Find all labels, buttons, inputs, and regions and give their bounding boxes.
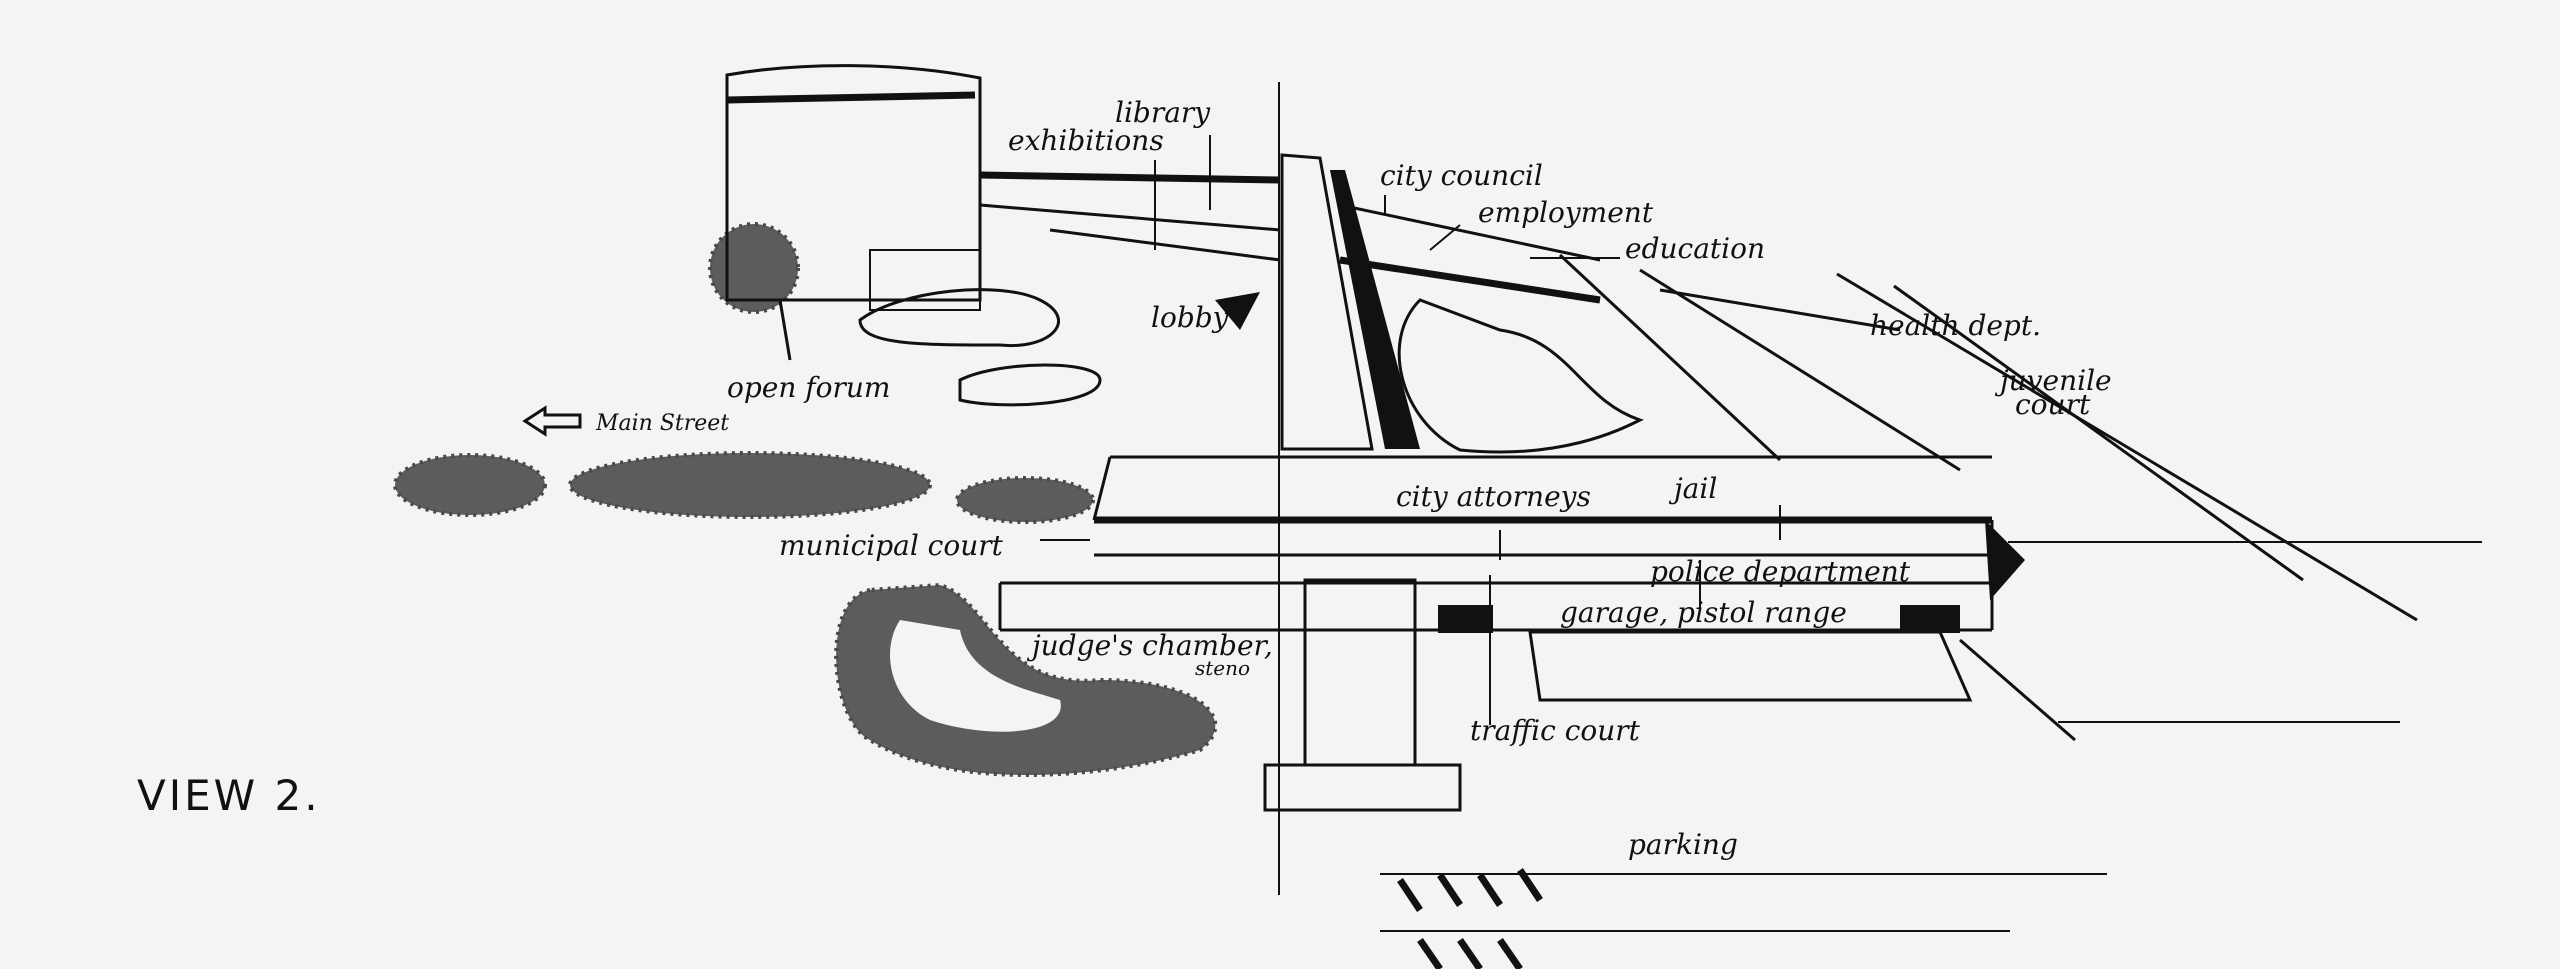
lobby-arrow-icon bbox=[1215, 292, 1260, 330]
label-judges-chamber: judge's chamber, bbox=[1026, 629, 1273, 662]
garden-lawn bbox=[890, 620, 1061, 732]
perspective-line bbox=[1893, 284, 2304, 582]
tree bbox=[708, 222, 800, 314]
label-education: education bbox=[1625, 232, 1765, 265]
label-court: court bbox=[2015, 388, 2091, 421]
parked-cars bbox=[1397, 868, 1543, 969]
central-slab bbox=[1280, 153, 1374, 451]
garage-door bbox=[1900, 605, 1960, 633]
forum-plaza bbox=[858, 288, 1061, 348]
label-city-council: city council bbox=[1380, 159, 1543, 192]
label-police-department: police department bbox=[1650, 555, 1911, 588]
label-steno: steno bbox=[1195, 656, 1250, 680]
shrub-mass bbox=[393, 453, 547, 517]
label-open-forum: open forum bbox=[727, 371, 890, 404]
label-juvenile: juvenile bbox=[1994, 364, 2112, 397]
main-street-arrow-icon bbox=[522, 405, 582, 437]
label-health-dept: health dept. bbox=[1870, 309, 2041, 342]
label-library: library bbox=[1115, 96, 1211, 129]
label-lobby: lobby bbox=[1151, 301, 1230, 334]
tower-base bbox=[869, 249, 981, 311]
label-traffic-court: traffic court bbox=[1470, 714, 1641, 747]
shrub-mass bbox=[955, 476, 1095, 524]
perspective-line bbox=[1836, 272, 2418, 622]
label-exhibitions: exhibitions bbox=[1008, 124, 1164, 157]
label-parking: parking bbox=[1628, 828, 1738, 861]
courtyard-garden bbox=[1397, 298, 1644, 454]
shrub-mass bbox=[568, 451, 932, 519]
slab-shadow bbox=[1330, 170, 1420, 449]
view-title: VIEW 2. bbox=[137, 771, 321, 820]
label-employment: employment bbox=[1478, 196, 1654, 229]
label-municipal-court: municipal court bbox=[779, 529, 1004, 562]
tree-trunk bbox=[778, 299, 792, 361]
wing-line bbox=[979, 203, 1281, 232]
tower-roof bbox=[726, 91, 976, 104]
block-edge bbox=[1092, 456, 1112, 521]
wing-roof bbox=[979, 171, 1281, 184]
wing-line bbox=[1639, 268, 1961, 472]
kidney-garden bbox=[834, 582, 1218, 777]
wing-line bbox=[1558, 253, 1782, 462]
pond bbox=[958, 363, 1102, 407]
wing-line bbox=[1049, 228, 1281, 262]
block-shadow bbox=[1985, 520, 2025, 600]
garage-yard bbox=[1528, 630, 1973, 702]
label-city-attorneys: city attorneys bbox=[1396, 480, 1591, 513]
label-jail: jail bbox=[1668, 472, 1717, 505]
entry-canopy bbox=[1263, 763, 1462, 812]
garage-door bbox=[1438, 605, 1493, 633]
label-main-street: Main Street bbox=[595, 411, 729, 436]
library-tower bbox=[725, 64, 982, 302]
leader-lines bbox=[1040, 135, 1781, 725]
wing-line bbox=[1339, 203, 1601, 262]
ground-line bbox=[1959, 638, 2076, 742]
label-garage-pistol-range: garage, pistol range bbox=[1560, 596, 1847, 629]
wing-roof bbox=[1339, 256, 1601, 304]
stair-tower bbox=[1303, 578, 1417, 767]
perspective-line bbox=[1659, 288, 1901, 332]
